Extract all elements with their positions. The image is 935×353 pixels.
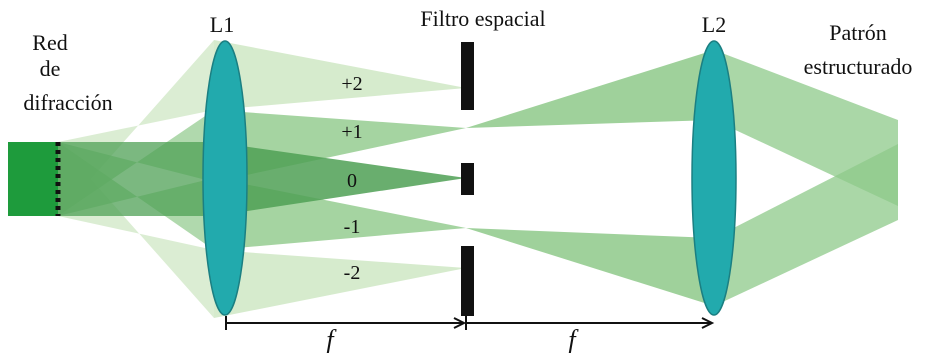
order-label-minus1: -1 [344,216,361,238]
beam-order-zero-focus [214,142,466,216]
lens-l2 [691,40,737,316]
label-pattern-line1: Patrón [829,20,886,45]
beam-minus1-expand [466,228,714,306]
label-lens-l2: L2 [702,12,726,37]
filter-block-bottom [461,246,474,316]
focal-label-2: f [568,325,579,353]
beam-minus1-out [714,144,898,306]
order-label-plus2: +2 [341,73,362,95]
focal-arrowhead-2 [701,317,715,329]
beam-plus1-out [714,50,898,206]
label-pattern-line2: estructurado [804,54,913,79]
focused-beams [214,40,466,318]
beam-order-zero-in [58,142,214,216]
filter-block-center [461,163,474,195]
order-label-plus1: +1 [341,121,362,143]
label-filter: Filtro espacial [420,6,545,31]
label-grating-line2: de [40,56,61,81]
label-grating-line1: Red [32,30,67,55]
beam-order-minus2-focus [214,250,466,318]
input-beams [58,40,214,318]
order-label-minus2: -2 [344,262,361,284]
filter-block-top [461,42,474,110]
label-grating-line3: difracción [23,90,112,115]
incident-beam [8,142,58,216]
focal-arrows [225,316,715,330]
spatial-filter [461,42,474,316]
label-lens-l1: L1 [210,12,234,37]
output-beams [466,50,898,306]
focal-arrowhead-1 [453,317,467,329]
beam-plus1-expand [466,50,714,128]
beam-order-plus2-focus [214,40,466,110]
lens-l1 [202,40,248,316]
focal-label-1: f [326,325,337,353]
order-label-zero: 0 [347,170,357,192]
